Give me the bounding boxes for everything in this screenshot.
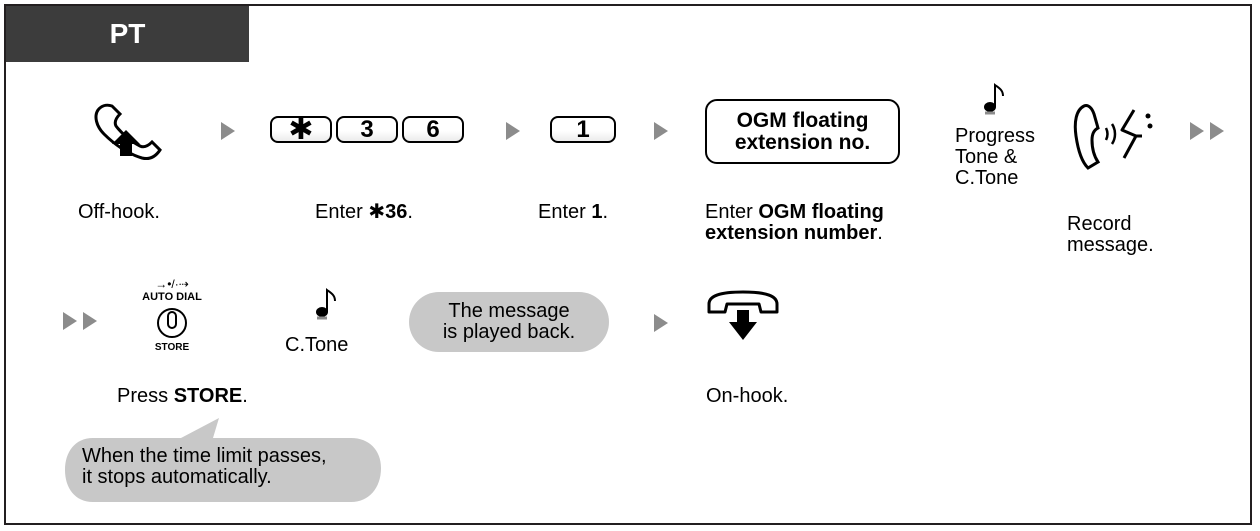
ctone-caption: C.Tone (285, 334, 349, 356)
enter-one-caption: Enter 1. (538, 201, 609, 223)
record-message-handset-icon (1073, 104, 1153, 170)
continue-arrow (1190, 122, 1224, 140)
flow-arrow (654, 122, 668, 140)
star-key: ✱ (270, 113, 332, 146)
auto-dial-label: AUTO DIAL (142, 291, 202, 303)
on-hook-caption: On-hook. (706, 385, 789, 407)
press-store-caption: Press STORE. (117, 385, 248, 407)
off-hook-handset-icon (94, 103, 162, 160)
confirmation-tone-note-icon (316, 288, 336, 320)
key-1: 1 (550, 116, 616, 143)
time-limit-note-bubble-shape (65, 418, 381, 502)
off-hook-caption: Off-hook. (78, 201, 160, 223)
auto-dial-store-button: →•/·⇢ AUTO DIAL STORE (128, 278, 216, 354)
flow-arrow (654, 314, 668, 332)
auto-dial-symbol: →•/·⇢ (155, 277, 189, 291)
key-3: 3 (336, 116, 398, 143)
enter-code-caption: Enter ✱36. (315, 201, 413, 223)
key-6: 6 (402, 116, 464, 143)
time-limit-note: When the time limit passes,it stops auto… (82, 445, 327, 488)
tab-pt: PT (6, 6, 249, 62)
key-sequence: ✱ 3 6 (270, 113, 468, 146)
store-label: STORE (154, 342, 190, 353)
tone-note-icon (984, 83, 1004, 115)
procedure-frame: PT (4, 4, 1252, 525)
store-button-icon (157, 308, 187, 338)
flow-arrow (506, 122, 520, 140)
continue-arrow (63, 312, 97, 330)
on-hook-handset-icon (707, 290, 779, 340)
flow-arrow (221, 122, 235, 140)
key-one-group: 1 (550, 116, 620, 143)
